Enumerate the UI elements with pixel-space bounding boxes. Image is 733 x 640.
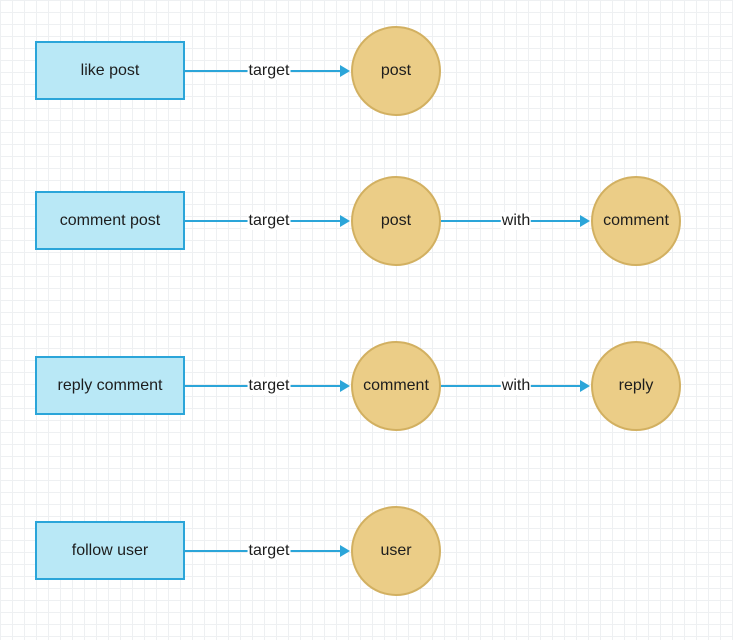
edge-label: target <box>247 542 291 560</box>
action-box[interactable]: reply comment <box>35 356 185 415</box>
action-box[interactable]: follow user <box>35 521 185 580</box>
edge-label: target <box>247 377 291 395</box>
arrowhead <box>580 380 590 392</box>
diagram-row: like post target post <box>0 21 733 121</box>
entity-node[interactable]: comment <box>351 341 441 431</box>
arrowhead <box>340 215 350 227</box>
action-box[interactable]: comment post <box>35 191 185 250</box>
entity-node[interactable]: post <box>351 26 441 116</box>
action-box[interactable]: like post <box>35 41 185 100</box>
diagram-row: reply comment target comment with reply <box>0 336 733 436</box>
entity-node[interactable]: user <box>351 506 441 596</box>
edge-label: target <box>247 62 291 80</box>
entity-node[interactable]: comment <box>591 176 681 266</box>
arrowhead <box>340 380 350 392</box>
arrowhead <box>340 65 350 77</box>
edge-label: target <box>247 212 291 230</box>
diagram-row: follow user target user <box>0 501 733 601</box>
edge-label: with <box>500 212 532 230</box>
entity-node[interactable]: reply <box>591 341 681 431</box>
entity-node[interactable]: post <box>351 176 441 266</box>
arrowhead <box>340 545 350 557</box>
arrowhead <box>580 215 590 227</box>
diagram-row: comment post target post with comment <box>0 171 733 271</box>
edge-label: with <box>500 377 532 395</box>
